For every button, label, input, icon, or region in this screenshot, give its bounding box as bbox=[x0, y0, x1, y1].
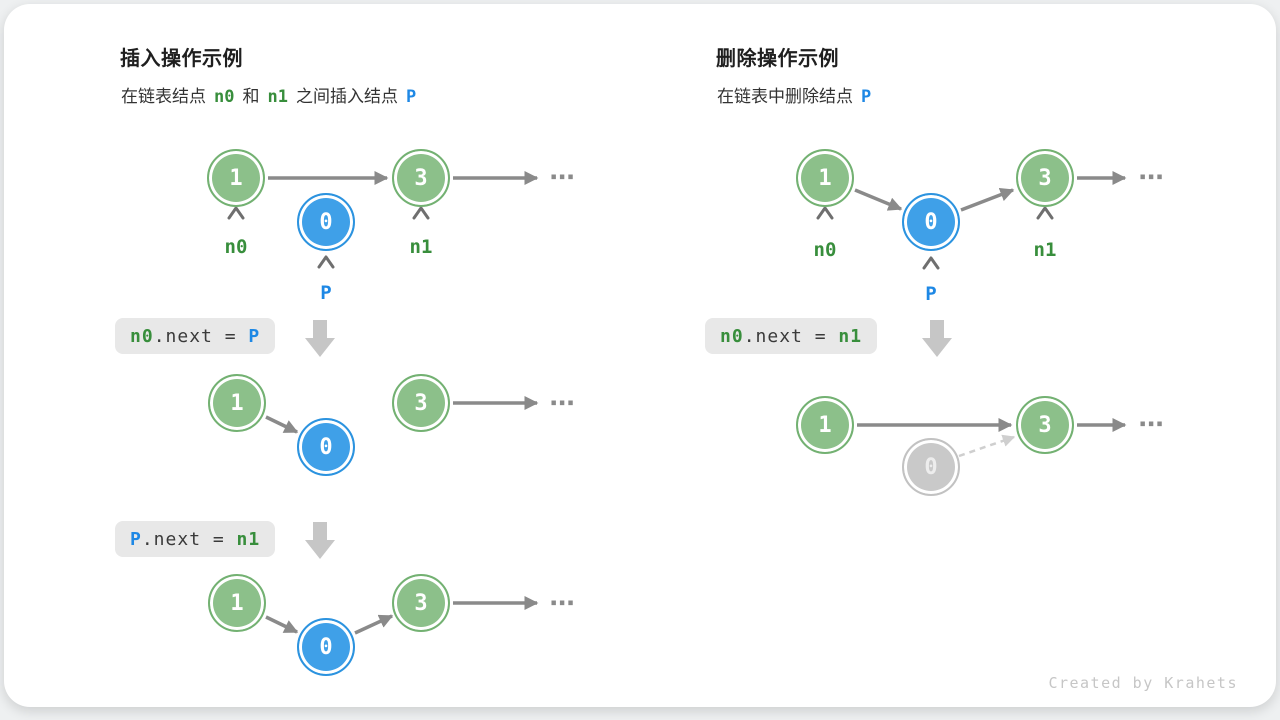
delete-title: 删除操作示例 bbox=[716, 48, 839, 70]
arrow-delete1-n0-p bbox=[854, 188, 903, 211]
insert1-node-1: 1 bbox=[207, 149, 265, 207]
delete2-node-1: 1 bbox=[796, 396, 854, 454]
caret-up-icon-delete-n1 bbox=[1036, 206, 1054, 220]
insert-subtitle-text-1: 在链表结点 bbox=[121, 87, 206, 106]
delete2-node-0-removed: 0 bbox=[902, 438, 960, 496]
caret-up-icon-delete-n0 bbox=[816, 206, 834, 220]
insert1-label-n1: n1 bbox=[409, 236, 433, 258]
delete2-node-3: 3 bbox=[1016, 396, 1074, 454]
insert2-node-3: 3 bbox=[392, 374, 450, 432]
insert1-ellipsis: ⋯ bbox=[549, 162, 575, 192]
delete1-node-3: 3 bbox=[1016, 149, 1074, 207]
insert-code-2: P .next = n1 bbox=[115, 521, 276, 557]
insert2-node-0: 0 bbox=[297, 418, 355, 476]
delete1-node-0: 0 bbox=[902, 193, 960, 251]
insert1-label-n0: n0 bbox=[224, 236, 248, 258]
caret-up-icon-insert-p bbox=[317, 255, 335, 269]
delete-subtitle-text-1: 在链表中删除结点 bbox=[717, 87, 853, 106]
down-arrow-icon-delete-step1 bbox=[922, 320, 952, 357]
insert-subtitle-p: P bbox=[405, 87, 417, 107]
arrow-delete2-removed-dashed bbox=[958, 434, 1016, 458]
insert-code1-rhs: P bbox=[248, 325, 261, 347]
insert1-label-p: P bbox=[320, 282, 332, 304]
insert-code1-lhs: n0 bbox=[130, 325, 154, 347]
insert-subtitle-text-3: 之间插入结点 bbox=[295, 87, 398, 106]
delete-code1-lhs: n0 bbox=[720, 325, 744, 347]
insert-title: 插入操作示例 bbox=[120, 48, 243, 70]
insert1-node-3: 3 bbox=[392, 149, 450, 207]
delete1-label-n0: n0 bbox=[813, 239, 837, 261]
delete1-label-n1: n1 bbox=[1033, 239, 1057, 261]
down-arrow-icon-insert-step1 bbox=[305, 320, 335, 357]
delete-code1-mid: .next = bbox=[743, 325, 839, 347]
insert-code2-mid: .next = bbox=[141, 528, 237, 550]
arrow-insert3-n0-p bbox=[265, 615, 299, 634]
arrow-delete1-p-n1 bbox=[960, 187, 1015, 212]
delete-code1-rhs: n1 bbox=[838, 325, 863, 347]
delete-subtitle: 在链表中删除结点 P bbox=[717, 82, 879, 107]
caret-up-icon-delete-p bbox=[922, 256, 940, 270]
insert-subtitle: 在链表结点 n0 和 n1 之间插入结点 P bbox=[121, 82, 424, 107]
arrow-insert3-p-n1 bbox=[354, 614, 394, 635]
delete1-ellipsis: ⋯ bbox=[1138, 162, 1164, 192]
insert2-node-1: 1 bbox=[208, 374, 266, 432]
insert-subtitle-text-2: 和 bbox=[242, 87, 260, 106]
caret-up-icon-insert-n1 bbox=[412, 206, 430, 220]
delete-code-1: n0 .next = n1 bbox=[705, 318, 878, 354]
insert3-node-0: 0 bbox=[297, 618, 355, 676]
insert-code1-mid: .next = bbox=[153, 325, 249, 347]
insert2-ellipsis: ⋯ bbox=[549, 388, 575, 418]
delete2-ellipsis: ⋯ bbox=[1138, 409, 1164, 439]
insert-subtitle-n0: n0 bbox=[214, 87, 235, 107]
delete-subtitle-p: P bbox=[861, 87, 872, 107]
insert3-node-1: 1 bbox=[208, 574, 266, 632]
delete1-node-1: 1 bbox=[796, 149, 854, 207]
insert-code-1: n0 .next = P bbox=[115, 318, 276, 354]
credit-text: Created by Krahets bbox=[1048, 674, 1238, 692]
insert-subtitle-n1: n1 bbox=[267, 87, 288, 107]
caret-up-icon-insert-n0 bbox=[227, 206, 245, 220]
insert1-node-0: 0 bbox=[297, 193, 355, 251]
arrow-insert2-n0-p bbox=[265, 415, 299, 434]
delete1-label-p: P bbox=[925, 283, 937, 305]
insert-code2-lhs: P bbox=[130, 528, 142, 550]
insert3-ellipsis: ⋯ bbox=[549, 588, 575, 618]
insert-code2-rhs: n1 bbox=[236, 528, 261, 550]
insert3-node-3: 3 bbox=[392, 574, 450, 632]
down-arrow-icon-insert-step2 bbox=[305, 522, 335, 559]
